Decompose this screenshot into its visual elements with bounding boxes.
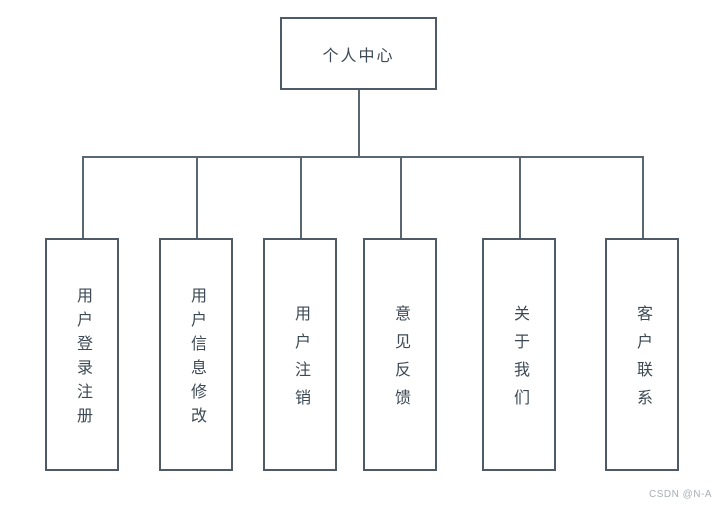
node-user-login-register-label: 用户登录注册 <box>74 286 91 431</box>
node-user-login-register: 用户登录注册 <box>45 238 119 471</box>
node-user-logout-label: 用户注销 <box>292 304 309 417</box>
connector-horizontal-bus <box>82 156 643 158</box>
connector-stem-child-1 <box>82 156 84 238</box>
node-user-info-edit: 用户信息修改 <box>159 238 233 471</box>
node-personal-center: 个人中心 <box>280 17 437 90</box>
connector-stem-child-6 <box>642 156 644 238</box>
node-feedback-label: 意见反馈 <box>392 304 409 417</box>
connector-stem-child-2 <box>196 156 198 238</box>
node-user-info-edit-label: 用户信息修改 <box>188 286 205 431</box>
watermark: CSDN @N-A <box>649 489 712 500</box>
connector-stem-child-5 <box>519 156 521 238</box>
node-customer-contact-label: 客户联系 <box>634 304 651 417</box>
node-about-us-label: 关于我们 <box>511 304 528 417</box>
connector-stem-child-4 <box>400 156 402 238</box>
connector-stem-child-3 <box>300 156 302 238</box>
connector-root-stem <box>358 90 360 156</box>
node-feedback: 意见反馈 <box>363 238 437 471</box>
node-personal-center-label: 个人中心 <box>322 47 395 65</box>
node-user-logout: 用户注销 <box>263 238 337 471</box>
node-customer-contact: 客户联系 <box>605 238 679 471</box>
node-about-us: 关于我们 <box>482 238 556 471</box>
